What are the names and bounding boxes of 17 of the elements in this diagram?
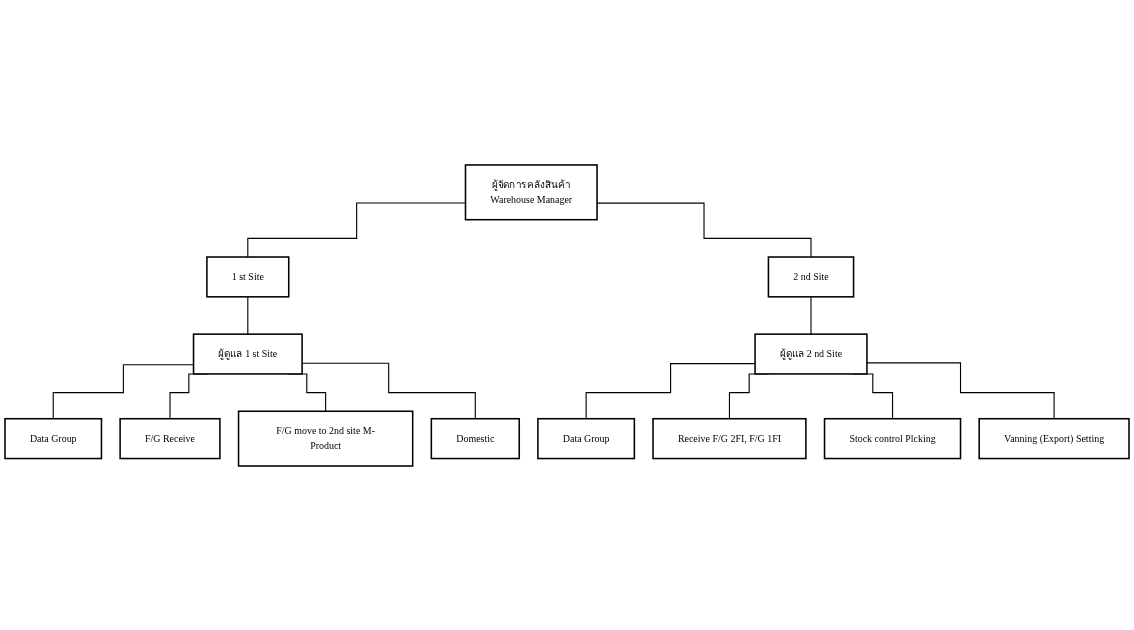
node-box: ผู้ดูแล 2 nd Site bbox=[754, 332, 868, 375]
node-box: 1 st Site bbox=[206, 255, 290, 298]
node-box: Data Group bbox=[4, 417, 103, 459]
connector bbox=[247, 295, 249, 335]
connector bbox=[585, 362, 756, 419]
node-box: Receive F/G 2FI, F/G 1FI bbox=[652, 417, 807, 459]
connector bbox=[810, 295, 812, 335]
node-box: Data Group bbox=[537, 417, 636, 459]
connector bbox=[866, 361, 1055, 419]
node-box: F/G Receive bbox=[119, 417, 221, 459]
node-box: Domestic bbox=[430, 417, 521, 459]
node-box: F/G move to 2nd site M-Product bbox=[237, 410, 414, 467]
node-box: Vanning (Export) Setting bbox=[978, 417, 1130, 459]
node-box: 2 nd Site bbox=[767, 255, 855, 298]
node-box: ผู้ดูแล 1 st Site bbox=[192, 332, 303, 375]
node-box: ผู้จัดการคลังสินค้า Warehouse Manager bbox=[464, 163, 598, 220]
node-box: Stock control Plcking bbox=[823, 417, 962, 459]
